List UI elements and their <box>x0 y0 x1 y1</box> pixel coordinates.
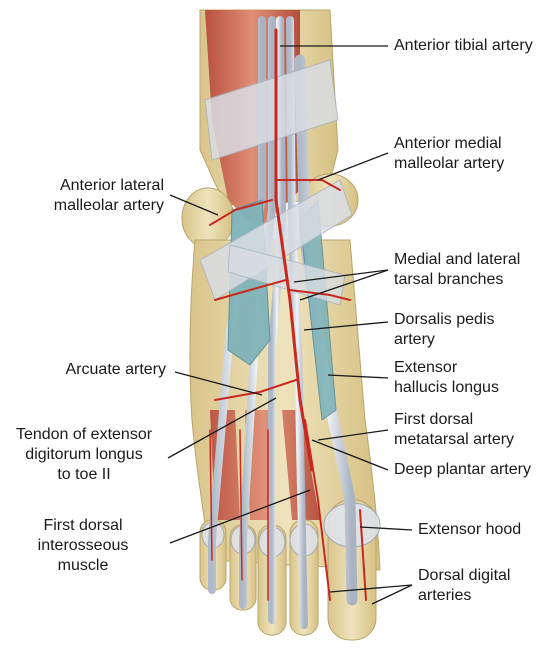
superior-extensor-retinaculum <box>204 59 339 161</box>
label-tarsal-branches: Medial and lateral tarsal branches <box>394 251 521 288</box>
label-first-dorsal-metatarsal-artery: First dorsal metatarsal artery <box>394 411 515 448</box>
label-first-dorsal-interosseous-muscle: First dorsal interosseous muscle <box>37 517 129 574</box>
lateral-malleolus <box>181 187 235 249</box>
label-dorsalis-pedis-artery: Dorsalis pedis artery <box>394 311 495 348</box>
label-arcuate-artery: Arcuate artery <box>65 361 166 378</box>
label-extensor-hood: Extensor hood <box>418 521 522 538</box>
interosseous-muscles <box>210 410 320 520</box>
label-dorsal-digital-arteries: Dorsal digital arteries <box>418 567 511 604</box>
label-anterior-lateral-malleolar-artery: Anterior lateral malleolar artery <box>53 177 164 214</box>
label-anterior-medial-malleolar-artery: Anterior medial malleolar artery <box>394 135 505 172</box>
label-tendon-extensor-digitorum: Tendon of extensor digitorum longus to t… <box>15 426 153 483</box>
arteries <box>209 28 367 601</box>
leader-lines <box>167 45 413 605</box>
label-deep-plantar-artery: Deep plantar artery <box>394 461 531 478</box>
label-anterior-tibial-artery: Anterior tibial artery <box>394 37 533 54</box>
label-extensor-hallucis-longus: Extensor hallucis longus <box>394 359 499 396</box>
